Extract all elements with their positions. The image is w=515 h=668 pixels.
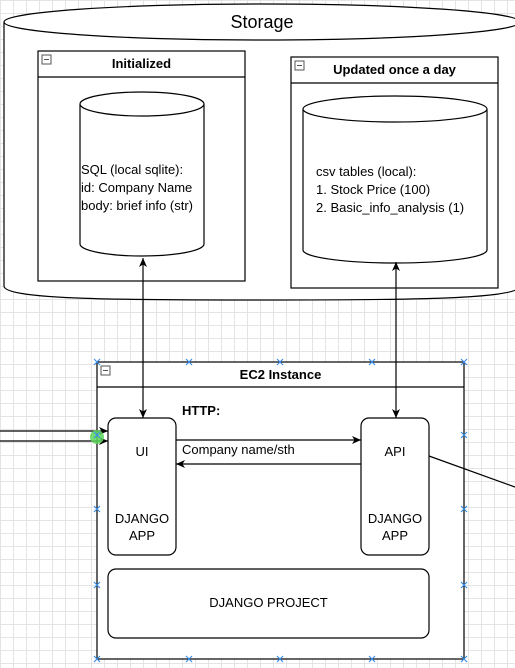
api-app-box[interactable] — [360, 417, 430, 556]
csv-db-line-2: 1. Stock Price (100) — [316, 182, 431, 197]
ui-app-kind: DJANGO APP — [114, 511, 170, 543]
storage-title: Storage — [230, 12, 294, 32]
sql-db-line-3: body: brief info (str) — [81, 198, 193, 213]
django-project-label: DJANGO PROJECT — [209, 595, 328, 610]
ec2-title: EC2 Instance — [239, 367, 322, 382]
csv-db-line-1: csv tables (local): — [316, 164, 417, 179]
csv-database-cylinder[interactable] — [302, 95, 488, 264]
updated-title: Updated once a day — [333, 62, 456, 77]
api-app-kind: DJANGO APP — [367, 511, 423, 543]
outgoing-line-right[interactable] — [428, 455, 515, 488]
csv-db-line-3: 2. Basic_info_analysis (1) — [316, 200, 465, 215]
http-label: HTTP: — [182, 403, 221, 418]
edge-label-company-name: Company name/sth — [182, 442, 295, 457]
django-project-box[interactable] — [107, 568, 430, 639]
initialized-collapse-icon[interactable] — [41, 54, 52, 65]
ui-app-name: UI — [135, 444, 149, 459]
sql-database-cylinder[interactable] — [79, 91, 205, 257]
selection-handles — [93, 358, 468, 663]
ui-app-box[interactable] — [107, 417, 177, 556]
sql-db-text: SQL (local sqlite): id: Company Name bod… — [81, 161, 193, 215]
sql-db-line-2: id: Company Name — [81, 180, 193, 195]
initialized-title: Initialized — [111, 56, 172, 71]
csv-db-text: csv tables (local): 1. Stock Price (100)… — [316, 163, 464, 217]
updated-collapse-icon[interactable] — [294, 60, 305, 71]
api-app-name: API — [384, 444, 406, 459]
ec2-collapse-icon[interactable] — [100, 365, 111, 376]
sql-db-line-1: SQL (local sqlite): — [81, 162, 184, 177]
connection-point-dot[interactable] — [90, 430, 104, 444]
